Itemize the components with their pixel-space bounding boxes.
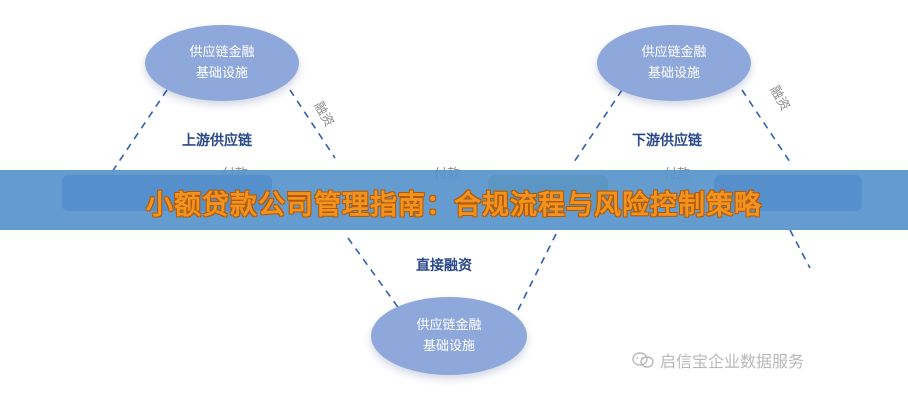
node-top-left-line2: 基础设施 [195, 66, 248, 81]
node-bottom-line2: 基础设施 [422, 339, 475, 354]
dashed-line-mid-right [517, 229, 559, 311]
watermark-text: 启信宝企业数据服务 [660, 352, 805, 371]
banner-title: 小额贷款公司管理指南：合规流程与风险控制策略 [146, 190, 762, 221]
node-bottom: 供应链金融 基础设施 [371, 297, 527, 375]
node-top-right-line2: 基础设施 [647, 66, 700, 81]
downstream-label: 下游供应链 [632, 133, 702, 149]
dashed-line-left-down [289, 89, 336, 159]
dashed-line-left-up [107, 89, 168, 179]
dashed-line-right-up [571, 89, 623, 166]
node-top-right-line1: 供应链金融 [641, 45, 707, 60]
wechat-icon [632, 352, 654, 368]
dashed-line-right-lower [789, 229, 811, 269]
upstream-label: 上游供应链 [182, 133, 252, 149]
node-top-left: 供应链金融 基础设施 [145, 25, 299, 101]
title-banner [0, 170, 908, 230]
dashed-line-right-down [741, 89, 793, 166]
node-top-right: 供应链金融 基础设施 [597, 25, 751, 101]
node-bottom-line1: 供应链金融 [416, 318, 482, 333]
direct-financing-label: 直接融资 [416, 258, 472, 274]
dashed-line-mid-left [347, 237, 401, 311]
watermark: 启信宝企业数据服务 [632, 348, 804, 372]
node-top-left-line1: 供应链金融 [189, 45, 255, 60]
